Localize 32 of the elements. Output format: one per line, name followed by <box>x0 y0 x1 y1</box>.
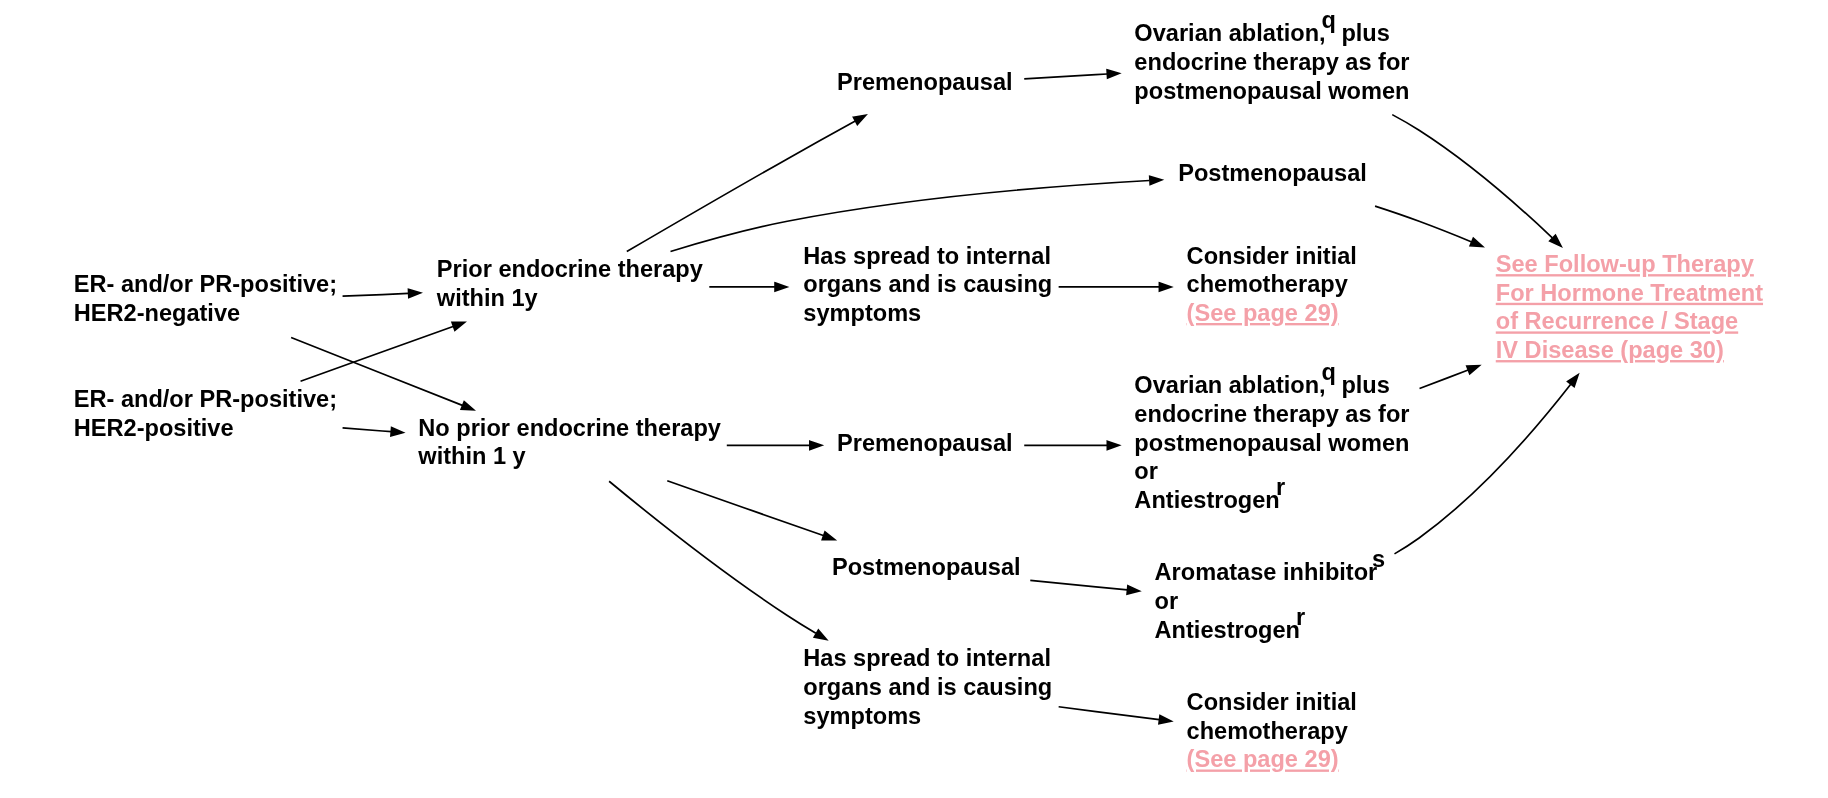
arrow <box>725 440 824 451</box>
arrow <box>1028 579 1142 596</box>
arrow <box>1057 281 1174 293</box>
node-text: Postmenopausal <box>831 554 1021 581</box>
arrow <box>299 321 467 383</box>
node-text: Has spread to internal organs and is causing symptoms <box>802 645 1052 729</box>
arrow <box>341 288 423 299</box>
arrow <box>707 281 789 293</box>
node-text: Consider initial chemotherapy (See page 29) <box>1186 242 1357 326</box>
arrow <box>1393 372 1580 555</box>
arrow <box>607 480 829 641</box>
node-text: No prior endocrine therapy within 1 y <box>417 414 721 470</box>
node-text: ER- and/or PR-positive; HER2-negative <box>73 271 337 326</box>
arrow <box>625 113 868 253</box>
arrow <box>341 426 406 437</box>
arrow <box>1373 205 1485 248</box>
arrow <box>669 175 1164 253</box>
node-text: ER- and/or PR-positive; HER2-positive <box>73 385 337 441</box>
arrow <box>1022 440 1122 451</box>
node-text: Postmenopausal <box>1177 160 1367 187</box>
node-text: Premenopausal <box>836 429 1013 456</box>
arrow <box>665 479 837 541</box>
node-text: Prior endocrine therapy within 1y <box>436 256 703 311</box>
node-text: Has spread to internal organs and is causing symptoms <box>802 242 1052 326</box>
arrow <box>1418 364 1482 390</box>
node-text: See Follow-up Therapy For Hormone Treatment of Recurrence / Stage IV Disease (page 30) <box>1495 251 1763 364</box>
arrow <box>289 336 476 411</box>
node-text: Premenopausal <box>836 69 1013 96</box>
arrow <box>1022 68 1122 80</box>
arrow <box>1390 113 1563 248</box>
node-text: Consider initial chemotherapy (See page 29) <box>1186 689 1357 773</box>
arrow <box>1057 705 1174 725</box>
